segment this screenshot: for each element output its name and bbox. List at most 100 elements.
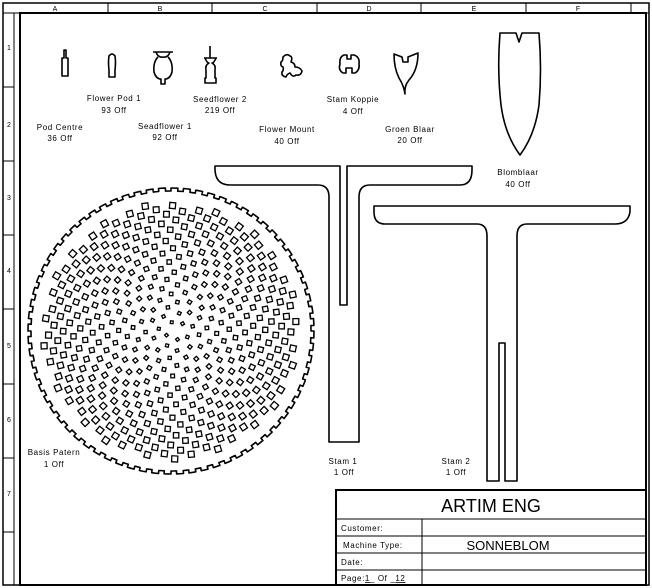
- seed-hole: [143, 329, 148, 335]
- seed-hole: [243, 242, 253, 253]
- seed-hole: [162, 380, 169, 387]
- seedflower-2-part: [204, 46, 217, 84]
- seed-hole: [201, 269, 210, 277]
- seed-hole: [59, 351, 68, 359]
- seed-hole: [194, 366, 202, 374]
- row-label: 1: [7, 45, 11, 52]
- seed-hole: [157, 396, 164, 404]
- seed-hole: [187, 230, 196, 239]
- seed-hole: [174, 281, 181, 288]
- seed-hole: [286, 301, 295, 310]
- seed-hole: [182, 354, 190, 361]
- seed-hole: [67, 363, 76, 372]
- seed-hole: [135, 295, 143, 303]
- seed-hole: [135, 336, 142, 343]
- seed-hole: [222, 251, 232, 261]
- flower-mount-part: [279, 53, 303, 78]
- seed-hole: [209, 222, 219, 232]
- seed-hole: [132, 379, 141, 388]
- seed-hole: [231, 287, 240, 296]
- seed-hole: [163, 332, 170, 339]
- seed-hole: [238, 354, 246, 363]
- stam-1-part: [214, 165, 473, 443]
- seed-hole: [201, 229, 210, 239]
- seed-hole: [204, 373, 213, 381]
- seed-hole: [150, 306, 157, 314]
- label-stam-1: Stam 11 Off: [329, 457, 357, 477]
- seed-hole: [146, 399, 154, 408]
- column-labels: A B C D E F: [53, 6, 580, 13]
- seed-hole: [196, 293, 204, 301]
- seed-hole: [206, 421, 216, 430]
- seed-hole: [194, 430, 203, 438]
- seed-hole: [102, 275, 112, 284]
- seed-hole: [67, 248, 78, 259]
- seed-hole: [155, 357, 162, 364]
- seed-hole: [210, 280, 219, 289]
- basis-patern-part: [27, 187, 315, 475]
- seed-hole: [135, 284, 143, 293]
- seed-hole: [109, 396, 119, 406]
- seed-hole: [121, 355, 129, 364]
- seed-hole: [98, 380, 107, 390]
- seed-hole: [170, 373, 176, 379]
- seed-hole: [41, 314, 51, 323]
- seed-hole: [256, 283, 265, 293]
- machine-type-value: SONNEBLOM: [466, 538, 549, 553]
- seed-hole: [272, 331, 280, 339]
- seed-hole: [48, 287, 59, 298]
- seed-hole: [154, 346, 161, 353]
- seed-hole: [231, 389, 241, 399]
- seed-hole: [254, 333, 262, 341]
- seed-hole: [248, 409, 259, 420]
- seed-hole: [129, 418, 139, 428]
- seed-hole: [104, 309, 112, 317]
- page-indicator: Page:1_ Of _12: [341, 574, 405, 583]
- seed-hole: [50, 321, 58, 330]
- seed-hole: [220, 337, 228, 345]
- seed-hole: [152, 373, 160, 381]
- part-name: Pod Centre: [37, 123, 83, 132]
- seed-hole: [115, 416, 125, 426]
- seed-hole: [186, 249, 194, 258]
- seed-hole: [174, 336, 181, 343]
- seed-hole: [100, 435, 111, 446]
- seed-hole: [181, 394, 188, 401]
- seed-hole: [182, 289, 189, 296]
- seed-hole: [150, 443, 160, 452]
- seed-hole: [131, 346, 139, 353]
- seed-hole: [216, 423, 226, 433]
- seed-hole: [235, 400, 245, 411]
- label-seadflower-1: Seadflower 192 Off: [138, 122, 191, 142]
- seed-hole: [49, 346, 58, 355]
- seed-hole: [139, 305, 147, 313]
- seed-hole: [143, 389, 151, 397]
- seed-hole: [120, 425, 130, 435]
- seed-hole: [111, 406, 121, 416]
- seed-hole: [232, 246, 243, 256]
- seed-hole: [265, 390, 276, 401]
- row-label: 2: [7, 122, 11, 129]
- part-qty: 36 Off: [47, 134, 72, 143]
- seed-hole: [205, 432, 214, 442]
- seed-hole: [156, 417, 165, 426]
- seed-hole: [95, 339, 102, 346]
- seed-hole: [244, 284, 253, 294]
- seed-hole: [64, 373, 74, 383]
- seed-hole: [132, 233, 141, 242]
- part-qty: 4 Off: [343, 107, 363, 116]
- seed-hole: [227, 412, 237, 422]
- seed-hole: [214, 330, 220, 337]
- seed-hole: [87, 373, 97, 383]
- seed-hole: [186, 298, 193, 306]
- seed-hole: [55, 296, 65, 306]
- seed-hole: [253, 240, 264, 251]
- machine-type-label: Machine Type:: [343, 541, 403, 550]
- seed-hole: [91, 252, 102, 263]
- seed-hole: [213, 444, 223, 454]
- seed-hole: [156, 326, 162, 332]
